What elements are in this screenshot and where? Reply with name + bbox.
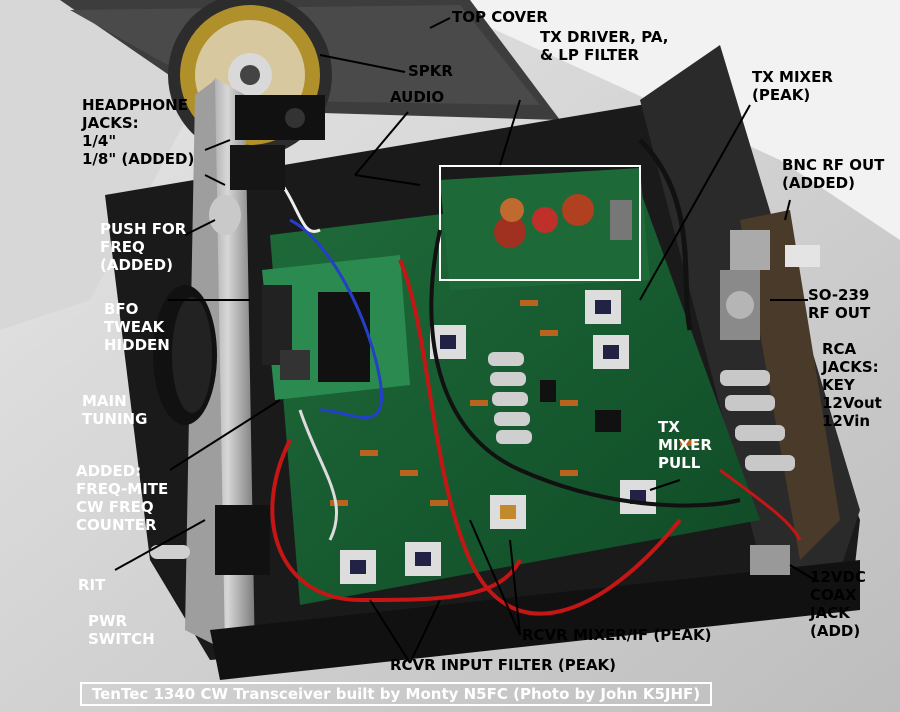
label-rit: RIT (78, 576, 106, 594)
label-tx-mixer-peak: TX MIXER (PEAK) (752, 68, 833, 104)
label-added-line4: COUNTER (76, 516, 157, 534)
label-audio: AUDIO (390, 88, 445, 106)
label-freq-mite: ADDED: FREQ-MITE CW FREQ COUNTER (76, 462, 168, 534)
label-tx-mixer-peak-line1: TX MIXER (752, 68, 833, 86)
label-pull-line2: MIXER (658, 436, 712, 454)
label-added-line3: CW FREQ (76, 498, 154, 516)
label-tx-driver-line2: & LP FILTER (540, 46, 640, 64)
label-so239-line1: SO-239 (808, 286, 870, 304)
label-main-tuning-line1: MAIN (82, 392, 127, 410)
label-coax-line3: JACK (810, 604, 850, 622)
label-bnc-line1: BNC RF OUT (782, 156, 885, 174)
label-so239-line2: RF OUT (808, 304, 871, 322)
label-bfo-line3: HIDDEN (104, 336, 170, 354)
label-so239: SO-239 RF OUT (808, 286, 870, 322)
label-coax-line2: COAX (810, 586, 857, 604)
label-bfo-line2: TWEAK (104, 318, 165, 336)
label-main-tuning: MAIN TUNING (82, 392, 147, 428)
label-headphone-line4: 1/8" (ADDED) (82, 150, 195, 168)
label-rca-line3: KEY (822, 376, 855, 394)
label-headphone-line1: HEADPHONE (82, 96, 188, 114)
label-bnc-rf-out: BNC RF OUT (ADDED) (782, 156, 884, 192)
label-pwr-line2: SWITCH (88, 630, 155, 648)
label-tx-driver: TX DRIVER, PA, & LP FILTER (540, 28, 668, 64)
label-rcvr-mixer: RCVR MIXER/IF (PEAK) (522, 626, 712, 644)
photo-caption: TenTec 1340 CW Transceiver built by Mont… (80, 682, 712, 706)
label-coax-line1: 12VDC (810, 568, 866, 586)
label-added-line2: FREQ-MITE (76, 480, 169, 498)
label-bfo-tweak: BFO TWEAK HIDDEN (104, 300, 170, 354)
label-tx-mixer-peak-line2: (PEAK) (752, 86, 811, 104)
label-coax-line4: (ADD) (810, 622, 861, 640)
label-rca-line4: 12Vout (822, 394, 882, 412)
label-push-for-freq: PUSH FOR FREQ (ADDED) (100, 220, 186, 274)
label-headphone-jacks: HEADPHONE JACKS: 1/4" 1/8" (ADDED) (82, 96, 194, 168)
label-rca-line1: RCA (822, 340, 857, 358)
label-push-line3: (ADDED) (100, 256, 173, 274)
label-pull-line1: TX (658, 418, 680, 436)
label-push-line1: PUSH FOR (100, 220, 187, 238)
label-pull-line3: PULL (658, 454, 701, 472)
label-headphone-line2: JACKS: (82, 114, 139, 132)
label-bnc-line2: (ADDED) (782, 174, 855, 192)
label-spkr: SPKR (408, 62, 453, 80)
label-top-cover: TOP COVER (452, 8, 548, 26)
label-tx-mixer-pull: TX MIXER PULL (658, 418, 712, 472)
label-main-tuning-line2: TUNING (82, 410, 148, 428)
label-added-line1: ADDED: (76, 462, 142, 480)
label-bfo-line1: BFO (104, 300, 139, 318)
label-tx-driver-line1: TX DRIVER, PA, (540, 28, 669, 46)
label-rca-line5: 12Vin (822, 412, 871, 430)
label-headphone-line3: 1/4" (82, 132, 117, 150)
label-push-line2: FREQ (100, 238, 145, 256)
label-rcvr-input: RCVR INPUT FILTER (PEAK) (390, 656, 617, 674)
label-pwr-line1: PWR (88, 612, 128, 630)
label-pwr-switch: PWR SWITCH (88, 612, 155, 648)
label-rca-line2: JACKS: (822, 358, 879, 376)
ceramic-transformers (340, 290, 656, 584)
label-coax-jack: 12VDC COAX JACK (ADD) (810, 568, 866, 640)
label-rca-jacks: RCA JACKS: KEY 12Vout 12Vin (822, 340, 882, 430)
